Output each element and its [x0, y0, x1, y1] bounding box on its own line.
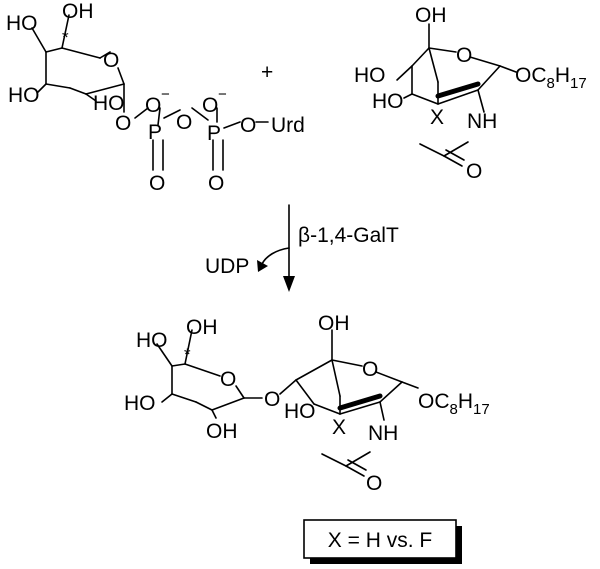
phosphorus-1-label: P: [148, 121, 162, 144]
ring-oxygen-label: O: [456, 44, 472, 67]
legend-text: X = H vs. F: [328, 529, 432, 552]
glcnac-acceptor-structure: OH HO HO O OC8H17 X NH O: [354, 4, 587, 183]
nh-label: NH: [368, 422, 398, 445]
glycosidic-oxygen-label: O: [264, 388, 280, 411]
nh-label: NH: [467, 110, 497, 133]
charge-1: −: [161, 86, 170, 103]
oh-c6-label: OH: [415, 4, 447, 27]
radiolabel-asterisk: *: [62, 28, 69, 47]
phosphorus-2-label: P: [207, 122, 221, 145]
o-double-2-label: O: [208, 172, 224, 195]
glc-ring-oxygen-label: O: [362, 358, 378, 381]
ho-c6-label: HO: [6, 12, 38, 35]
anomeric-oxygen-label: O: [115, 112, 131, 135]
lacnac-product-structure: HO OH * O O OH HO OH HO O OC8H17 X NH O: [124, 312, 490, 495]
x-substituent-label: X: [430, 106, 444, 129]
ho-c3-label: HO: [8, 84, 40, 107]
reaction-arrow: β-1,4-GalT UDP: [205, 204, 399, 292]
ho-c3-gal-label: HO: [124, 392, 156, 415]
octyl-glycoside-label: OC8H17: [418, 390, 490, 418]
charge-2: −: [218, 86, 227, 103]
bridging-oxygen-label: O: [176, 111, 192, 134]
ho-c3-glc-label: HO: [284, 400, 316, 423]
udp-galactose-structure: HO OH * O HO HO O O − P O O − P O Urd O …: [6, 0, 305, 195]
x-substituent-label: X: [332, 416, 346, 439]
substituent-legend: X = H vs. F: [303, 519, 462, 564]
urd-label: Urd: [271, 114, 305, 137]
uridine-oxygen-label: O: [240, 114, 256, 137]
acetyl-oxygen-label: O: [366, 472, 382, 495]
octyl-glycoside-label: OC8H17: [515, 64, 587, 92]
oh-c2-gal-label: OH: [206, 420, 238, 443]
gal-ring-oxygen-label: O: [220, 368, 236, 391]
ho-c3-label: HO: [372, 90, 404, 113]
o-double-1-label: O: [149, 172, 165, 195]
ho-c4-label: HO: [354, 64, 386, 87]
o-minus-1-label: O: [145, 94, 161, 117]
plus-sign: +: [261, 61, 273, 84]
radiolabel-asterisk: *: [184, 345, 191, 364]
acetyl-oxygen-label: O: [466, 160, 482, 183]
oh-c6-gal-label: OH: [186, 316, 218, 339]
oh-c6-glc-label: OH: [318, 312, 350, 335]
ho-c6-gal-label: HO: [136, 329, 168, 352]
ho-c2-label: HO: [93, 92, 125, 115]
ring-oxygen-label: O: [103, 49, 119, 72]
udp-byproduct-label: UDP: [205, 255, 249, 278]
enzyme-label: β-1,4-GalT: [298, 224, 399, 247]
oh-c6-label: OH: [62, 0, 94, 23]
o-minus-2-label: O: [202, 94, 218, 117]
